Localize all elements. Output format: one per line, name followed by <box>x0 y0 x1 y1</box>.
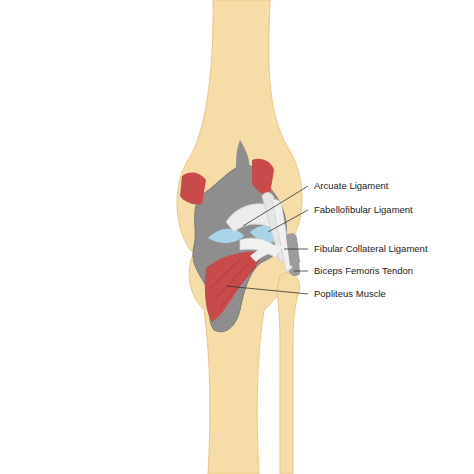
muscle-origin <box>180 173 206 205</box>
fibula <box>277 273 299 474</box>
leader-lines <box>226 186 308 294</box>
part-label: Biceps Femoris Tendon <box>314 265 413 276</box>
leader-line <box>226 286 308 294</box>
meniscus <box>208 229 244 243</box>
part-label: Popliteus Muscle <box>314 288 386 299</box>
leader-line <box>284 249 308 250</box>
part-label: Arcuate Ligament <box>314 180 388 191</box>
muscle-origin <box>252 159 274 195</box>
joint-capsule <box>193 165 286 332</box>
biceps-femoris-tendon <box>286 233 298 266</box>
grey-tissue <box>236 140 249 172</box>
leader-line <box>243 186 308 226</box>
popliteus-tendon <box>250 245 282 262</box>
leader-line <box>268 210 308 232</box>
part-label: Fibular Collateral Ligament <box>314 243 428 254</box>
part-label: Fabellofibular Ligament <box>314 204 413 215</box>
muscle-fibres <box>210 258 256 308</box>
leader-line <box>294 271 308 272</box>
